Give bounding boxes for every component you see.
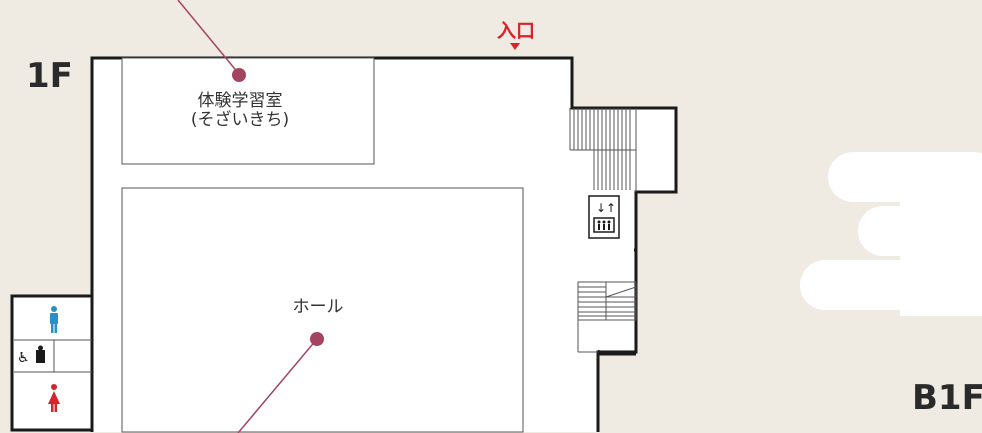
decorative-cloud [800,152,982,316]
floor-label-b1f: B1F [912,378,982,418]
svg-text:♿: ♿ [17,350,30,366]
study-room[interactable] [121,57,375,165]
lower-stairs [577,281,637,353]
svg-text:↓↑: ↓↑ [596,201,616,215]
hall-leader-line [237,338,318,433]
study-room-subname: (そざいきち) [190,110,290,130]
hall-room[interactable] [121,187,524,433]
female-restroom-icon [48,384,60,412]
study-room-name: 体験学習室 [197,91,283,111]
study-room-leader-line [177,0,240,75]
male-restroom-icon [50,306,58,333]
hall-label: ホール [292,297,344,317]
elevator-icon[interactable]: ↓↑ [588,195,620,239]
accessible-restroom-icon: ♿ [17,345,45,366]
upper-stairs [569,108,637,192]
restroom-area [14,339,92,373]
entrance-arrow-icon [510,43,520,50]
study-room-marker[interactable] [232,68,246,82]
entrance-label[interactable]: 入口 [497,20,536,42]
study-room-label: 体験学習室 (そざいきち) [160,92,320,130]
hall-marker[interactable] [310,332,324,346]
floor-label-1f: 1F [26,56,73,96]
